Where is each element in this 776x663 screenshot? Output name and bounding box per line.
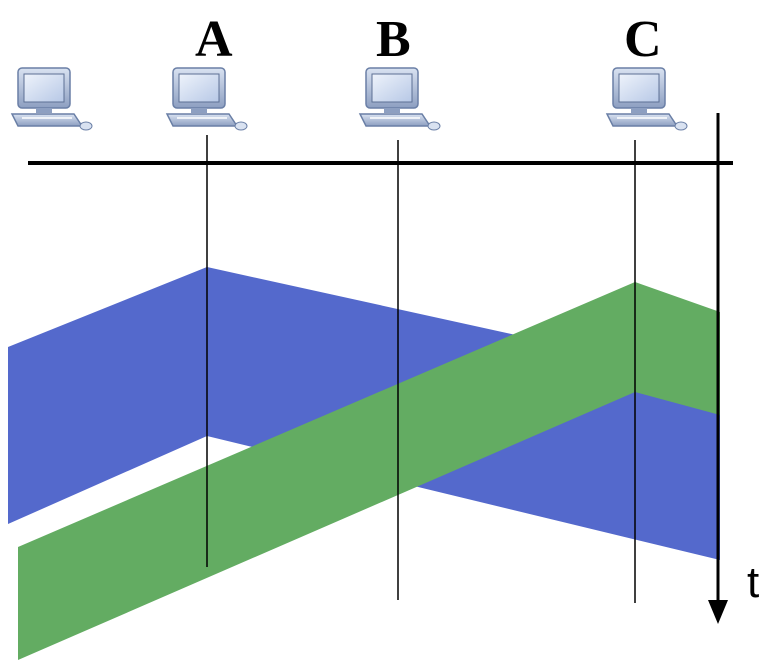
- transmission-band-c: [18, 282, 720, 660]
- node-label-b: B: [376, 11, 411, 68]
- computer-icon: [11, 67, 93, 131]
- node-label-c: C: [624, 11, 662, 68]
- time-axis-label: t: [747, 558, 759, 607]
- computer-icon: [606, 67, 688, 131]
- node-label-a: A: [195, 11, 233, 68]
- time-axis-arrowhead: [708, 600, 728, 624]
- computer-icon: [359, 67, 441, 131]
- computer-icon: [166, 67, 248, 131]
